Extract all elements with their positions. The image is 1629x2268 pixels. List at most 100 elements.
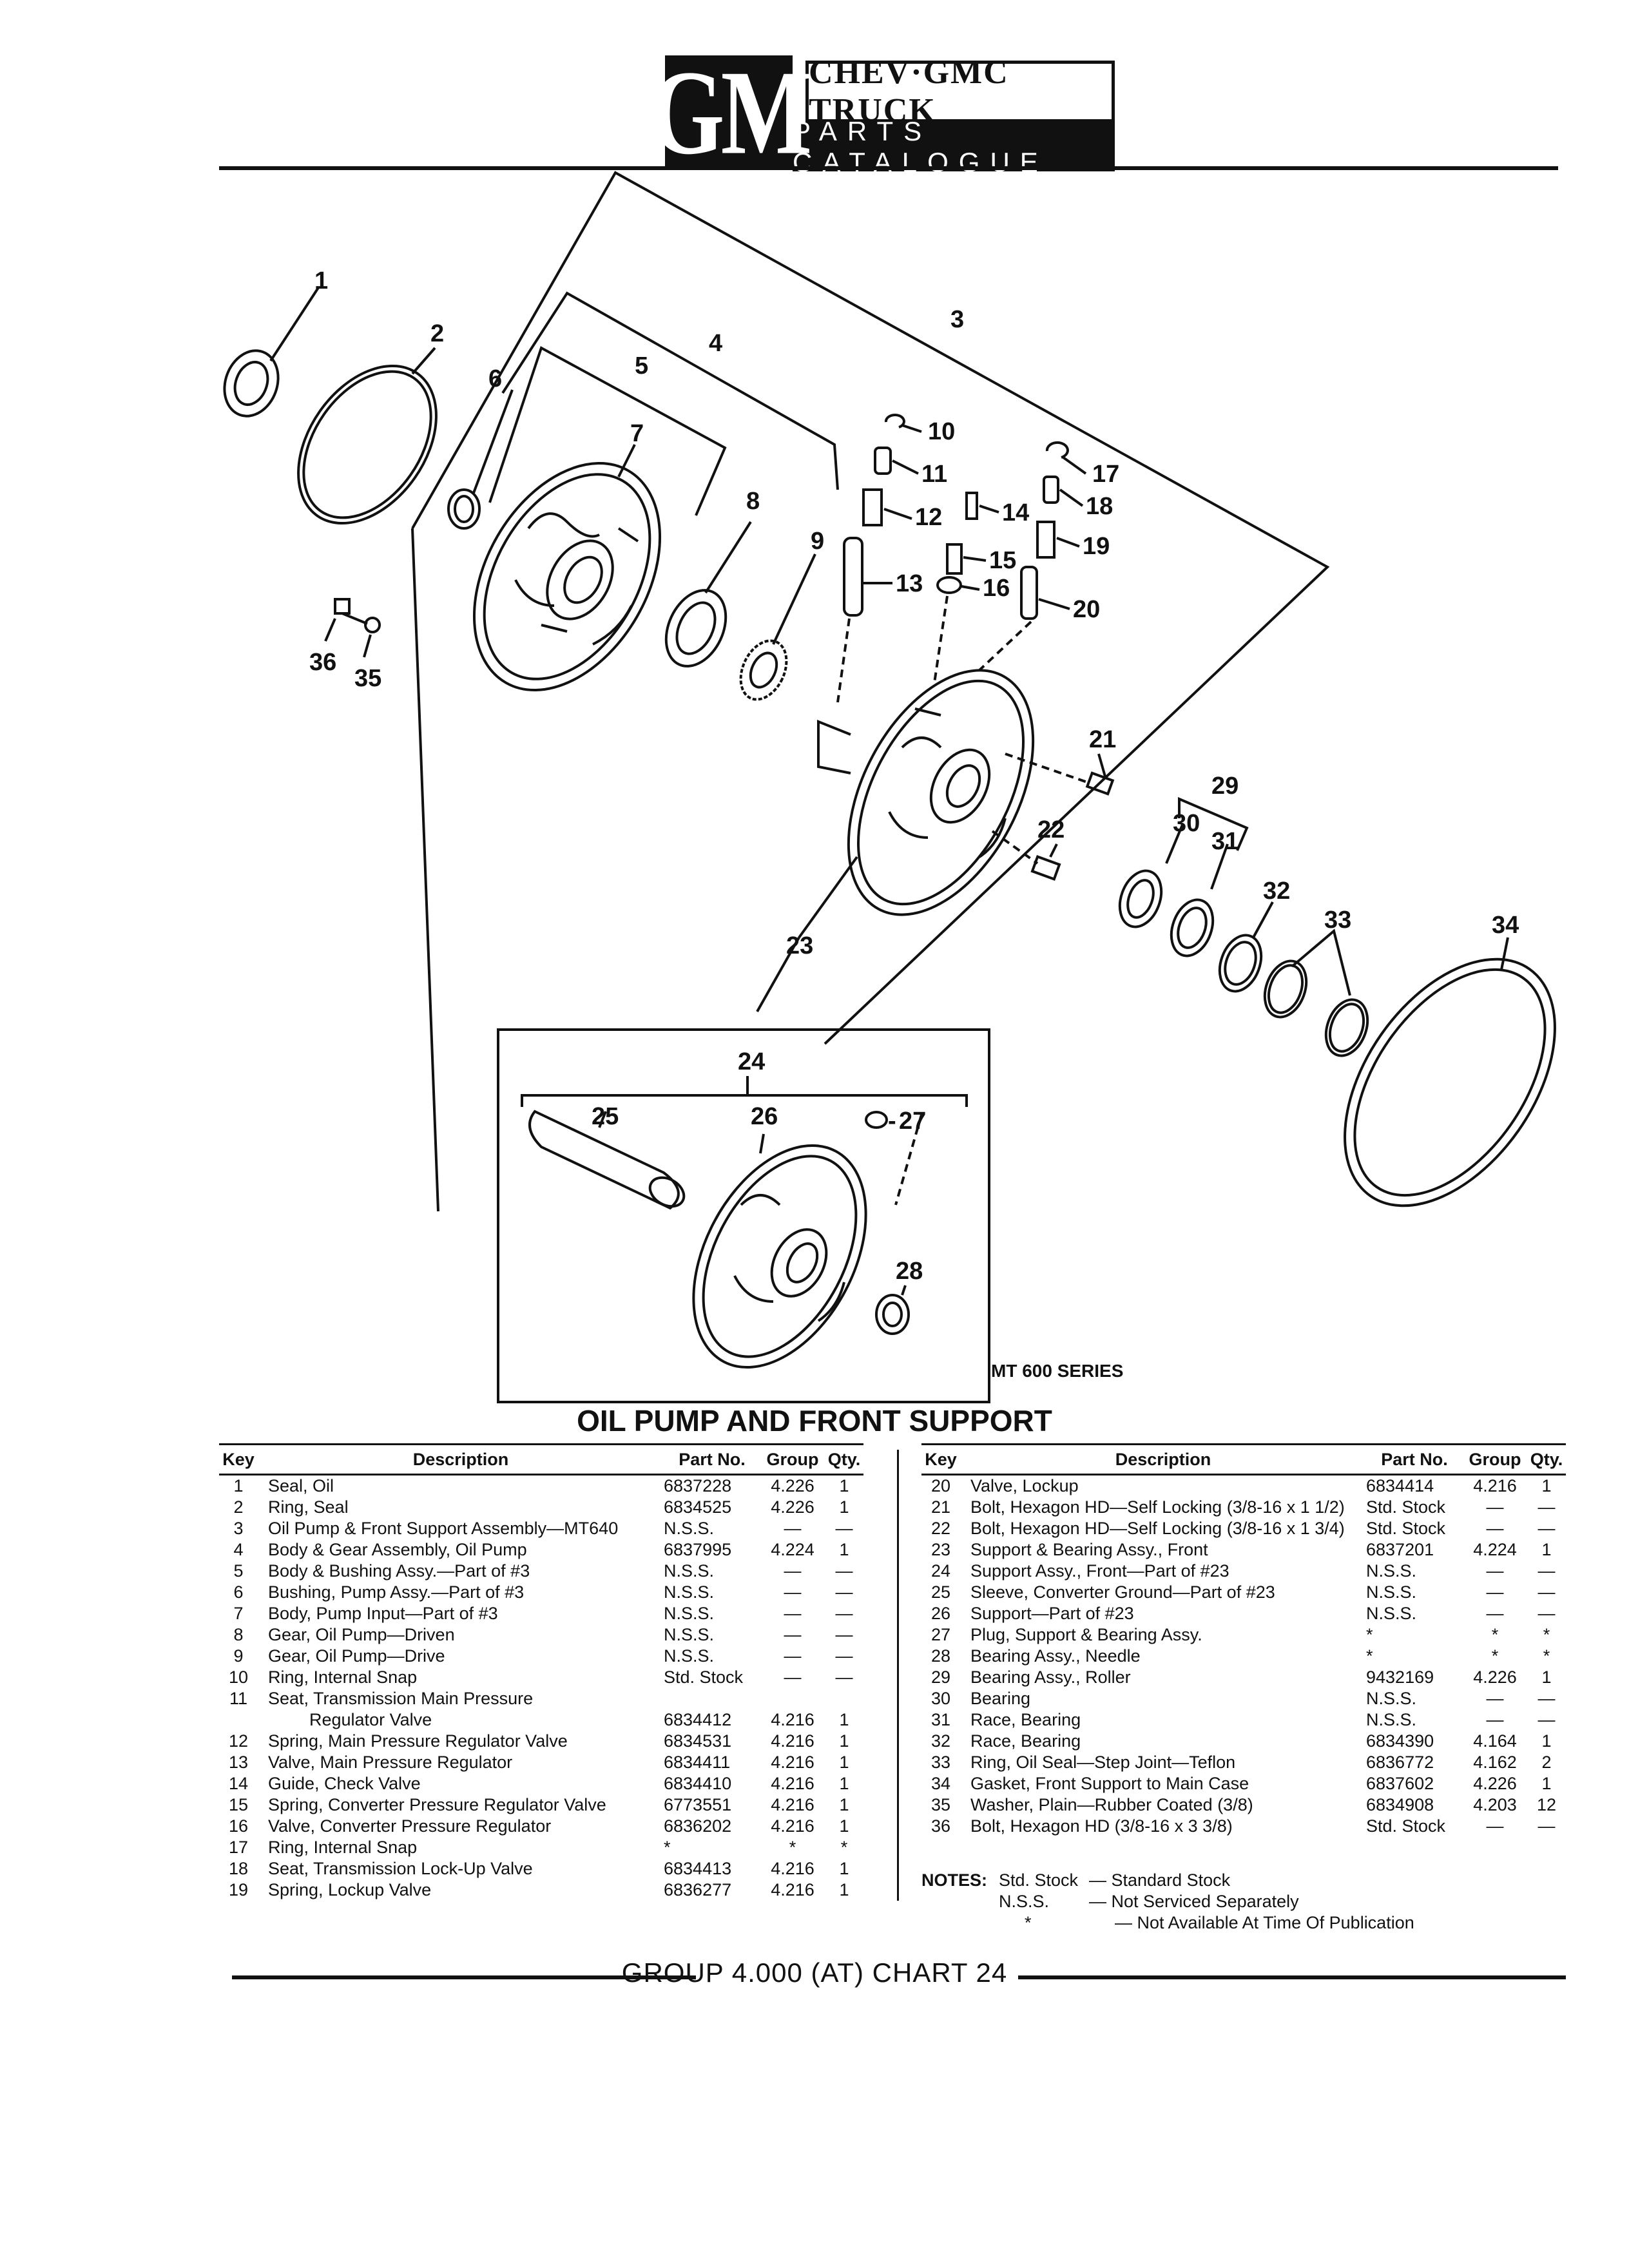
header-part-no: Part No. bbox=[679, 1449, 746, 1469]
row-part-no: * bbox=[1366, 1646, 1373, 1666]
row-group: — bbox=[1486, 1710, 1504, 1729]
header-key: Key bbox=[222, 1449, 255, 1469]
row-qty: 1 bbox=[839, 1476, 849, 1495]
row-description: Gear, Oil Pump—Drive bbox=[268, 1646, 445, 1666]
row-group: 4.216 bbox=[771, 1795, 815, 1814]
row-part-no: N.S.S. bbox=[664, 1561, 715, 1581]
row-key: 28 bbox=[930, 1646, 951, 1666]
row-description: Spring, Lockup Valve bbox=[268, 1880, 432, 1899]
row-part-no: N.S.S. bbox=[1366, 1604, 1417, 1623]
row-part-no: 6837995 bbox=[664, 1540, 732, 1559]
row-qty: — bbox=[1537, 1582, 1556, 1602]
row-key: 10 bbox=[228, 1667, 249, 1687]
callout-16: 16 bbox=[983, 575, 1010, 602]
footer-rule-left bbox=[232, 1975, 696, 1979]
row-qty: — bbox=[1537, 1519, 1556, 1538]
note-row: N.S.S. — Not Serviced Separately bbox=[921, 1891, 1414, 1912]
row-description: Spring, Main Pressure Regulator Valve bbox=[268, 1731, 568, 1751]
row-key: 5 bbox=[233, 1561, 244, 1581]
row-description: Sleeve, Converter Ground—Part of #23 bbox=[970, 1582, 1275, 1602]
row-part-no: N.S.S. bbox=[1366, 1710, 1417, 1729]
callout-18: 18 bbox=[1086, 493, 1113, 520]
callout-8: 8 bbox=[746, 488, 760, 515]
row-qty: — bbox=[835, 1561, 853, 1581]
callout-25: 25 bbox=[592, 1103, 619, 1130]
row-part-no: 6834525 bbox=[664, 1497, 732, 1517]
row-group: 4.216 bbox=[771, 1774, 815, 1793]
row-qty: — bbox=[835, 1646, 853, 1666]
header-group: Group bbox=[1469, 1449, 1521, 1469]
row-qty: 1 bbox=[839, 1774, 849, 1793]
callout-33: 33 bbox=[1324, 907, 1351, 934]
footer-chart-label: GROUP 4.000 (AT) CHART 24 bbox=[621, 1957, 1008, 1988]
note-abbr: N.S.S. bbox=[999, 1892, 1050, 1911]
row-description: Bolt, Hexagon HD (3/8-16 x 3 3/8) bbox=[970, 1816, 1233, 1836]
row-key: 22 bbox=[930, 1519, 951, 1538]
callout-12: 12 bbox=[915, 504, 942, 531]
row-group: 4.226 bbox=[771, 1476, 815, 1495]
callout-27: 27 bbox=[899, 1108, 926, 1135]
row-key: 8 bbox=[233, 1625, 244, 1644]
row-description: Ring, Internal Snap bbox=[268, 1667, 418, 1687]
row-group: — bbox=[1486, 1519, 1504, 1538]
callout-6: 6 bbox=[488, 365, 502, 392]
row-key: 35 bbox=[930, 1795, 951, 1814]
series-label: MT 600 SERIES bbox=[991, 1361, 1124, 1381]
row-group: — bbox=[784, 1667, 802, 1687]
callout-7: 7 bbox=[630, 420, 644, 447]
callout-21: 21 bbox=[1089, 726, 1116, 753]
row-part-no: N.S.S. bbox=[664, 1582, 715, 1602]
row-part-no: Std. Stock bbox=[664, 1667, 744, 1687]
row-key: 6 bbox=[233, 1582, 244, 1602]
callout-15: 15 bbox=[989, 547, 1016, 574]
header-part-no: Part No. bbox=[1381, 1449, 1448, 1469]
row-description: Plug, Support & Bearing Assy. bbox=[970, 1625, 1202, 1644]
row-key: 4 bbox=[233, 1540, 244, 1559]
header-qty: Qty. bbox=[827, 1449, 861, 1469]
row-qty: 1 bbox=[1541, 1731, 1552, 1751]
row-key: 23 bbox=[930, 1540, 951, 1559]
callout-24: 24 bbox=[738, 1048, 765, 1075]
row-qty: — bbox=[835, 1667, 853, 1687]
header-qty: Qty. bbox=[1530, 1449, 1563, 1469]
row-group: — bbox=[1486, 1604, 1504, 1623]
header-group: Group bbox=[766, 1449, 819, 1469]
row-key: 1 bbox=[233, 1476, 244, 1495]
row-group: — bbox=[1486, 1582, 1504, 1602]
row-group: 4.216 bbox=[771, 1731, 815, 1751]
table-header: Key Description Part No. Group Qty. bbox=[219, 1443, 863, 1475]
row-group: 4.216 bbox=[771, 1880, 815, 1899]
row-part-no: N.S.S. bbox=[1366, 1689, 1417, 1708]
note-row: NOTES: Std. Stock — Standard Stock bbox=[921, 1870, 1414, 1891]
callout-20: 20 bbox=[1073, 596, 1100, 623]
row-key: 12 bbox=[228, 1731, 249, 1751]
callout-17: 17 bbox=[1092, 461, 1119, 488]
row-key: 33 bbox=[930, 1753, 951, 1772]
row-key: 13 bbox=[228, 1753, 249, 1772]
row-key: 24 bbox=[930, 1561, 951, 1581]
table-header: Key Description Part No. Group Qty. bbox=[921, 1443, 1566, 1475]
row-part-no: N.S.S. bbox=[1366, 1582, 1417, 1602]
row-description: Seat, Transmission Lock-Up Valve bbox=[268, 1859, 533, 1878]
row-qty: — bbox=[1537, 1604, 1556, 1623]
row-description: Ring, Oil Seal—Step Joint—Teflon bbox=[970, 1753, 1236, 1772]
row-description: Gear, Oil Pump—Driven bbox=[268, 1625, 455, 1644]
row-group: * bbox=[1491, 1625, 1499, 1644]
row-description: Guide, Check Valve bbox=[268, 1774, 421, 1793]
row-key: 36 bbox=[930, 1816, 951, 1836]
note-text: — Not Serviced Separately bbox=[1089, 1892, 1299, 1911]
